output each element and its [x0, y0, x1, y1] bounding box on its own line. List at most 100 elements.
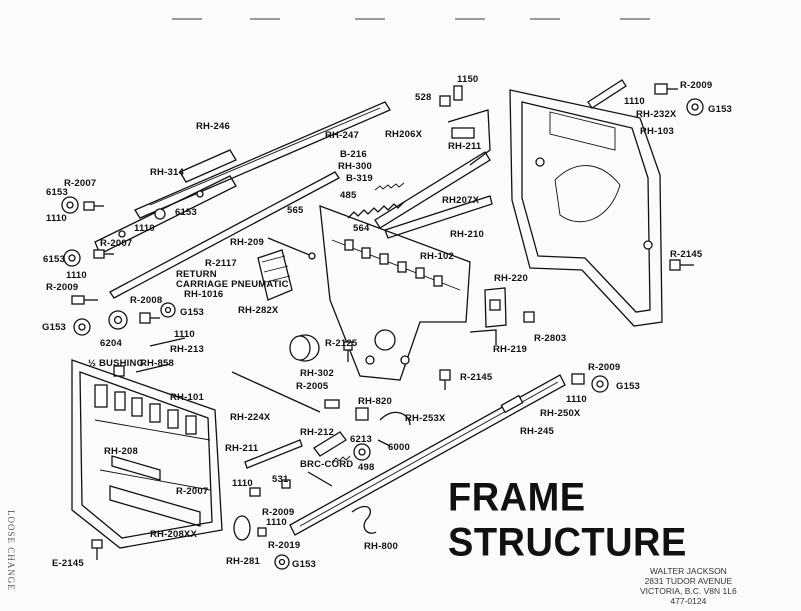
bracket-rh-220: [484, 287, 507, 328]
label-rh-245: RH-245: [520, 426, 554, 437]
pin-rh-858: [135, 363, 171, 373]
label-rh-208: RH-208: [104, 446, 138, 457]
nut-531: [281, 479, 291, 489]
label-6153-b: 6153: [175, 207, 197, 218]
label-bushing: ½ BUSHING: [88, 358, 144, 369]
label-rh-253x: RH-253X: [405, 413, 446, 424]
label-r-2007-b: R-2007: [100, 238, 132, 249]
screw-r-2007-a: [83, 201, 104, 211]
label-rh-102: RH-102: [420, 251, 454, 262]
stamp-line: 2831 TUDOR AVENUE: [644, 576, 733, 586]
label-r-2019: R-2019: [268, 540, 300, 551]
label-1110-d: 1110: [174, 329, 195, 340]
label-485: 485: [340, 190, 357, 201]
label-rh-300: RH-300: [338, 161, 372, 172]
screw-r-2125: [343, 341, 353, 362]
label-carriage-pneumatic: CARRIAGE PNEUMATIC: [176, 279, 289, 290]
label-1110-g: 1110: [232, 478, 253, 489]
stamp-line: WALTER JACKSON: [649, 566, 727, 576]
label-rh-1016: RH-1016: [184, 289, 223, 300]
label-1110-f: 1110: [566, 394, 587, 405]
label-rh-820: RH-820: [358, 396, 392, 407]
label-r-2009-c: R-2009: [588, 362, 620, 373]
label-r-2007-c: R-2007: [176, 486, 208, 497]
label-rh-206x: RH206X: [385, 129, 423, 140]
label-r-2145-a: R-2145: [670, 249, 703, 260]
label-rh-219: RH-219: [493, 344, 527, 355]
label-1150: 1150: [457, 74, 478, 85]
screw-r-2009-d: [249, 487, 261, 497]
label-rh-103: RH-103: [640, 126, 674, 137]
link-rh-210: [384, 195, 493, 239]
label-g153-e: G153: [180, 307, 204, 318]
label-rh-212: RH-212: [300, 427, 334, 438]
label-b-319: B-319: [346, 173, 373, 184]
label-565: 565: [287, 205, 304, 216]
diagram-title: FRAME STRUCTURE: [448, 475, 687, 566]
lever-rh-212: [313, 431, 347, 457]
screw-r-2019: [257, 527, 267, 537]
label-rh-858: RH-858: [140, 358, 174, 369]
screw-r-2005: [324, 399, 340, 409]
label-498: 498: [358, 462, 374, 473]
label-r-2009-a: R-2009: [46, 282, 78, 293]
lever-rh-209: [267, 237, 316, 260]
label-r-2117: R-2117: [205, 258, 237, 269]
label-1110-c: 1110: [66, 270, 87, 281]
label-6153-a: 6153: [46, 187, 68, 198]
pin-rh-213: [149, 337, 186, 347]
label-r-2125: R-2125: [325, 338, 358, 349]
main-plate-rh-102: [319, 205, 471, 381]
washer-6213: [353, 443, 371, 461]
washer-6153-a: [61, 196, 79, 214]
label-brc-cord: BRC-CORD: [300, 459, 353, 470]
rod-rh-247: [109, 171, 340, 299]
screw-r-2145-b: [439, 369, 451, 390]
label-g153-f: G153: [708, 104, 732, 115]
stamp-line: 477-0124: [670, 596, 707, 606]
label-528: 528: [415, 92, 431, 103]
bracket-rh-206x: [447, 109, 491, 166]
label-rh-282x: RH-282X: [238, 305, 279, 316]
label-b-216: B-216: [340, 149, 367, 160]
screw-e-2145: [91, 539, 103, 560]
rod-rh-246: [134, 101, 391, 219]
label-rh-281: RH-281: [226, 556, 260, 567]
stamp-line: VICTORIA, B.C. V8N 1L6: [640, 586, 737, 596]
label-return: RETURN: [176, 269, 217, 280]
label-1110-a: 1110: [46, 213, 67, 224]
link-rh-207x: [374, 151, 491, 229]
label-r-2008: R-2008: [130, 295, 162, 306]
label-rh-302: RH-302: [300, 368, 334, 379]
label-rh-224x: RH-224X: [230, 412, 271, 423]
label-531: 531: [272, 474, 289, 485]
punch-mark: [172, 18, 202, 20]
right-frame-rh-103: [509, 89, 663, 327]
spring-498: [331, 455, 351, 463]
punch-mark: [620, 18, 650, 20]
label-rh-246: RH-246: [196, 121, 230, 132]
punch-mark: [455, 18, 485, 20]
washer-6204: [108, 310, 128, 330]
label-6213: 6213: [350, 434, 372, 445]
left-frame-rh-101: [71, 359, 223, 549]
stud-1150: [453, 85, 463, 101]
pneumatic-rh-282x: [257, 249, 293, 301]
label-6204: 6204: [100, 338, 122, 349]
label-rh-207x: RH207X: [442, 195, 480, 206]
screw-r-2145-a: [669, 259, 694, 271]
label-r-2009-d: R-2009: [262, 507, 294, 518]
label-rh-800: RH-800: [364, 541, 398, 552]
label-rh-210: RH-210: [450, 229, 484, 240]
label-r-2009-b: R-2009: [680, 80, 712, 91]
label-1110-b: 1110: [134, 223, 155, 234]
label-rh-209: RH-209: [230, 237, 264, 248]
label-r-2007-a: R-2007: [64, 178, 96, 189]
spring-rh-253x: [379, 411, 411, 426]
label-rh-211: RH-211: [225, 443, 259, 454]
screw-r-2009-c: [571, 373, 585, 385]
bracket-rh-219: [469, 329, 497, 345]
label-1110-e: 1110: [624, 96, 645, 107]
label-rh-232x: RH-232X: [636, 109, 677, 120]
